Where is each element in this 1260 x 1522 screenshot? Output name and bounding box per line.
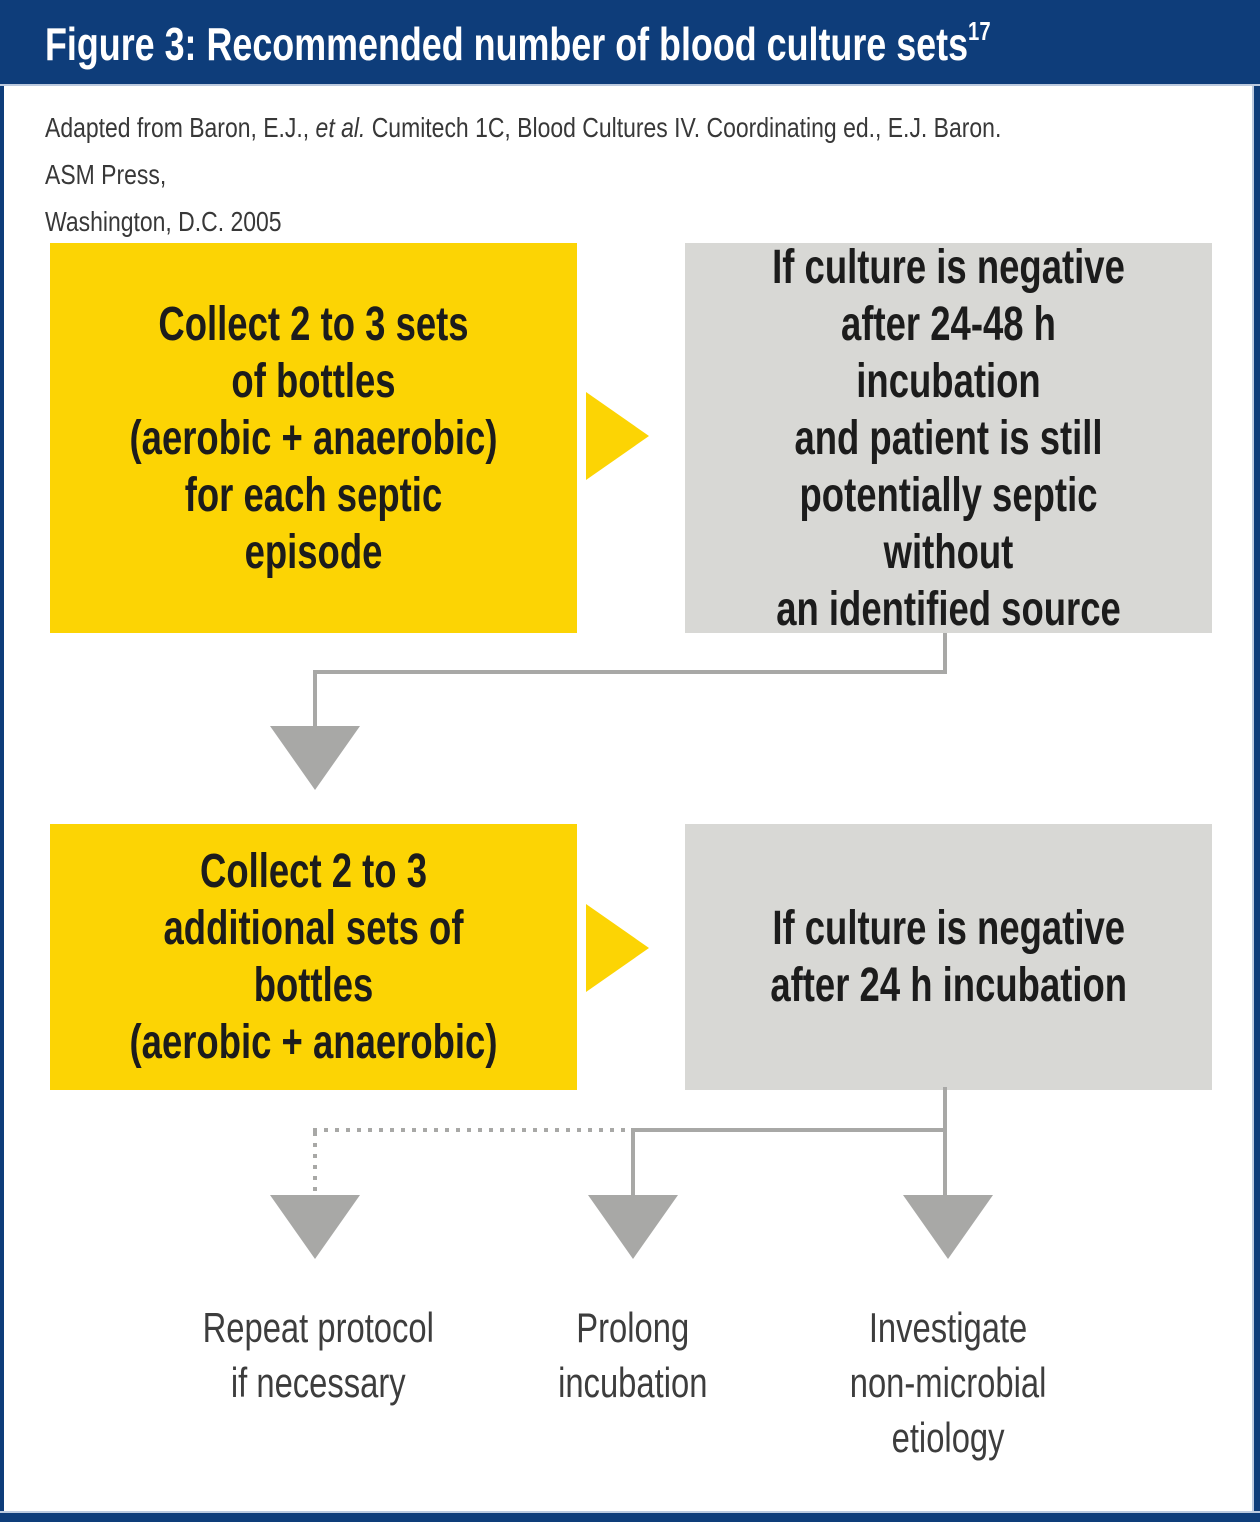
connector-line-elbow-down (313, 670, 317, 727)
outcome-label-prolong-incubation: Prolong incubation (558, 1304, 708, 1406)
arrow-down-icon-investigate-etiology (903, 1195, 993, 1259)
page-footer-bar (0, 1511, 1260, 1522)
attribution-et-al: et al. (315, 112, 366, 143)
outcome-label-repeat-protocol: Repeat protocol if necessary (202, 1304, 434, 1406)
figure-title-superscript: 17 (968, 15, 991, 46)
step1-text: Collect 2 to 3 sets of bottles (aerobic … (129, 297, 498, 579)
condition2-text: If culture is negative after 24 h incuba… (770, 902, 1127, 1012)
connector-line-elbow-horizontal (313, 670, 947, 674)
condition2-negative-culture-box: If culture is negative after 24 h incuba… (685, 824, 1212, 1090)
condition1-negative-culture-box: If culture is negative after 24-48 h inc… (685, 241, 1212, 636)
attribution-note: Adapted from Baron, E.J., et al. Cumitec… (45, 104, 1235, 245)
page-border-right (1252, 86, 1260, 1522)
connector-line-condition1-down (943, 633, 947, 674)
step1-collect-sets-box: Collect 2 to 3 sets of bottles (aerobic … (50, 243, 577, 633)
figure-title: Figure 3: Recommended number of blood cu… (45, 18, 1257, 67)
figure-title-text: Figure 3: Recommended number of blood cu… (45, 17, 969, 70)
attribution-suffix: Cumitech 1C, Blood Cultures IV. Coordina… (45, 112, 1002, 237)
connector-line-branch-horizontal (631, 1128, 947, 1132)
connector-line-branch-middle-down (631, 1128, 635, 1197)
arrow-down-icon-to-step2 (270, 726, 360, 790)
arrow-down-icon-repeat-protocol (270, 1195, 360, 1259)
connector-dotted-horizontal (313, 1128, 638, 1132)
arrow-down-icon-prolong-incubation (588, 1195, 678, 1259)
arrow-right-icon-1 (586, 392, 649, 480)
connector-dotted-down (313, 1132, 317, 1196)
attribution-prefix: Adapted from Baron, E.J., (45, 112, 316, 143)
figure-header: Figure 3: Recommended number of blood cu… (0, 0, 1260, 86)
condition1-text: If culture is negative after 24-48 h inc… (772, 240, 1125, 636)
connector-line-condition2-down (943, 1087, 947, 1197)
step2-text: Collect 2 to 3 additional sets of bottle… (129, 845, 498, 1069)
arrow-right-icon-2 (586, 904, 649, 992)
page-border-left (0, 86, 4, 1522)
step2-collect-additional-sets-box: Collect 2 to 3 additional sets of bottle… (50, 824, 577, 1090)
outcome-label-investigate-non-microbial: Investigate non-microbial etiology (849, 1304, 1047, 1461)
